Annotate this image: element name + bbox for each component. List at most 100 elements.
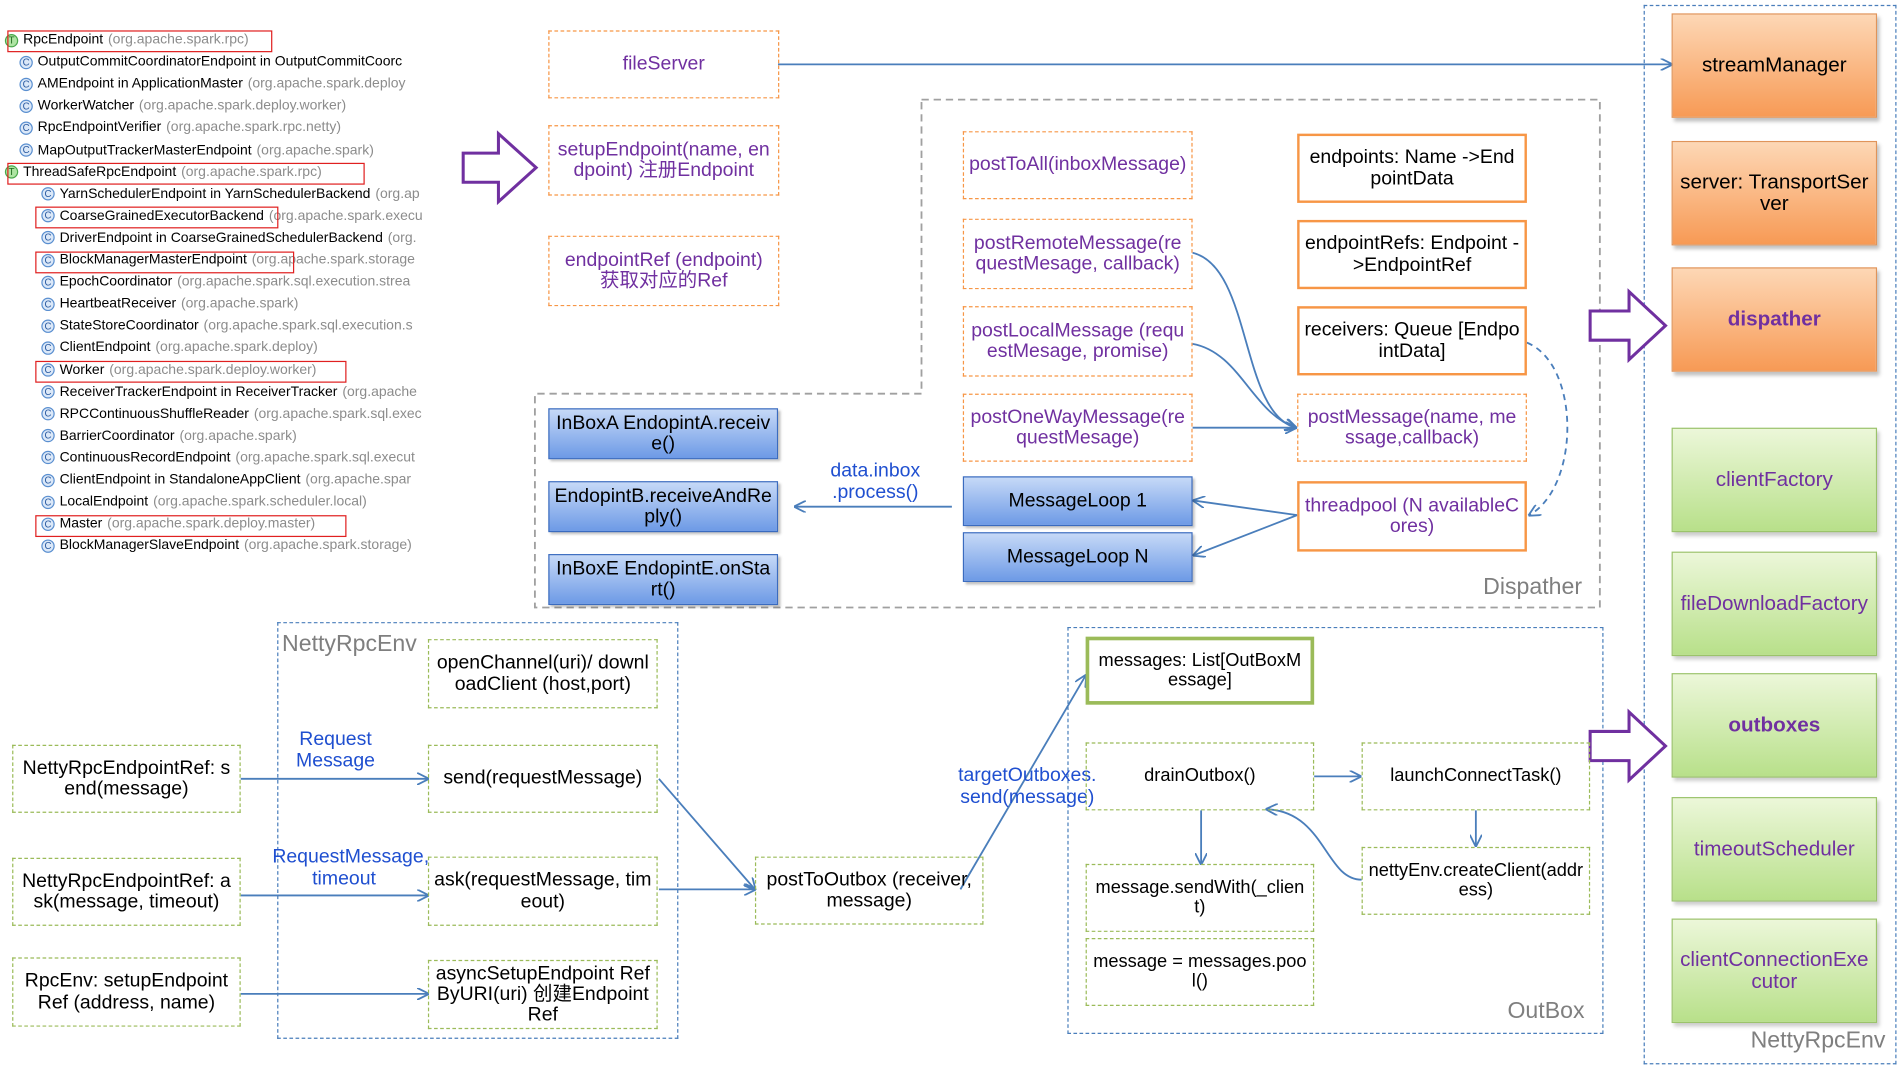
tree-row-package: (org.apache.spark.storage bbox=[251, 252, 415, 268]
tree-row-name: Master bbox=[59, 516, 103, 532]
tree-row[interactable]: C RPCContinuousShuffleReader(org.apache.s… bbox=[41, 403, 422, 425]
tree-row-name: LocalEndpoint bbox=[59, 494, 149, 510]
tree-row-name: ClientEndpoint in StandaloneAppClient bbox=[59, 472, 301, 488]
tree-row-name: YarnSchedulerEndpoint in YarnSchedulerBa… bbox=[59, 186, 371, 202]
postlocal-wire bbox=[1192, 342, 1296, 428]
dispatcher-region-label: Dispather bbox=[1483, 574, 1583, 601]
tree-row-package: (org.apache.spark.deploy bbox=[247, 76, 406, 92]
inbox-process-label: data.inbox .process() bbox=[830, 460, 921, 503]
class-icon: C bbox=[41, 341, 55, 355]
posttooutbox-to-messages-wire bbox=[959, 676, 1085, 890]
tree-row-package: (org.apache.spark.rpc) bbox=[181, 164, 322, 180]
sidebar-dispather: dispather bbox=[1671, 267, 1878, 372]
inbox-e-box: InBoxE EndopintE.onStart() bbox=[548, 554, 779, 606]
tree-row-package: (org.apache.spark.sql.exec bbox=[253, 406, 422, 422]
tree-row-name: RpcEndpointVerifier bbox=[37, 120, 162, 136]
sidebar-outboxes: outboxes bbox=[1671, 673, 1878, 778]
tree-row-package: (org.apache.spark.sql.execution.s bbox=[203, 318, 413, 334]
threadpool-to-loop1-wire bbox=[1194, 501, 1298, 517]
tree-row[interactable]: C MapOutputTrackerMasterEndpoint(org.apac… bbox=[19, 139, 374, 161]
class-icon: C bbox=[41, 517, 55, 531]
tree-row-package: (org.apache.spark) bbox=[256, 142, 374, 158]
class-icon: C bbox=[41, 297, 55, 311]
class-icon: C bbox=[19, 143, 33, 157]
createclient-to-drain-wire bbox=[1267, 809, 1362, 881]
endpoints-box: endpoints: Name ->EndpointData bbox=[1297, 133, 1527, 203]
tree-row-package: (org.apache.spark.scheduler.local) bbox=[153, 494, 367, 510]
request-message-label: Request Message bbox=[296, 729, 375, 772]
message-loop-n-box: MessageLoop N bbox=[962, 532, 1193, 582]
tree-row-name: RPCContinuousShuffleReader bbox=[59, 406, 249, 422]
tree-row-name: EpochCoordinator bbox=[59, 274, 173, 290]
class-icon: C bbox=[19, 121, 33, 135]
ref-send-box: NettyRpcEndpointRef: send(message) bbox=[12, 744, 241, 813]
tree-row-name: Worker bbox=[59, 362, 105, 378]
class-icon: C bbox=[19, 55, 33, 69]
tree-row-name: AMEndpoint in ApplicationMaster bbox=[37, 76, 243, 92]
tree-row-package: (org.apache.spark.deploy.worker) bbox=[138, 98, 347, 114]
tree-row-package: (org.apache.spark) bbox=[181, 296, 299, 312]
tree-row-package: (org.apache.spark.deploy) bbox=[155, 340, 318, 356]
class-icon: C bbox=[41, 451, 55, 465]
tree-row-name: RpcEndpoint bbox=[23, 32, 104, 48]
receivers-box: receivers: Queue [EndpointData] bbox=[1297, 306, 1527, 376]
class-icon: C bbox=[41, 429, 55, 443]
post-local-message-box: postLocalMessage (requestMesage, promise… bbox=[962, 306, 1193, 377]
class-icon: C bbox=[41, 275, 55, 289]
outbox-region bbox=[1067, 626, 1604, 1034]
sidebar-clientfactory: clientFactory bbox=[1671, 427, 1878, 533]
highlight-blockmanagermaster bbox=[35, 251, 295, 274]
target-outboxes-label: targetOutboxes. send(message) bbox=[958, 765, 1097, 808]
threadpool-to-loopn-wire bbox=[1194, 514, 1298, 555]
message-loop-1-box: MessageLoop 1 bbox=[962, 476, 1193, 527]
tree-row-name: BarrierCoordinator bbox=[59, 428, 175, 444]
tree-row-name: BlockManagerMasterEndpoint bbox=[59, 252, 247, 268]
receivers-to-threadpool-wire bbox=[1527, 341, 1569, 516]
class-icon: C bbox=[41, 231, 55, 245]
request-message-timeout-label: RequestMessage, timeout bbox=[272, 846, 430, 889]
tree-row-name: CoarseGrainedExecutorBackend bbox=[59, 208, 264, 224]
messages-box: messages: List[OutBoxMessage] bbox=[1085, 636, 1315, 705]
dispatcher-hollow-arrow bbox=[1588, 288, 1668, 364]
tree-row-package: (org.apache.spar bbox=[305, 472, 412, 488]
sidebar-region-label: NettyRpcEnv bbox=[1750, 1027, 1886, 1054]
tree-row-name: MapOutputTrackerMasterEndpoint bbox=[37, 142, 252, 158]
tree-row-package: (org.apache.spark.rpc) bbox=[108, 32, 249, 48]
tree-row-package: (org.apache.spark.execu bbox=[268, 208, 423, 224]
outboxes-hollow-arrow bbox=[1588, 708, 1668, 784]
dispatcher-outline bbox=[533, 98, 1601, 609]
sidebar-region bbox=[1643, 4, 1897, 1065]
fileserver-box: fileServer bbox=[548, 30, 780, 99]
endpoint-ref-box: endpointRef (endpoint) 获取对应的Ref bbox=[548, 235, 780, 307]
class-icon: C bbox=[41, 407, 55, 421]
tree-to-top-hollow-arrow bbox=[461, 130, 539, 206]
sidebar-transportserver: server: TransportServer bbox=[1671, 140, 1878, 246]
post-remote-message-box: postRemoteMessage(requestMesage, callbac… bbox=[962, 218, 1193, 290]
tree-row-name: StateStoreCoordinator bbox=[59, 318, 199, 334]
async-setup-box: asyncSetupEndpoint RefByURI(uri) 创建Endpo… bbox=[427, 959, 658, 1030]
